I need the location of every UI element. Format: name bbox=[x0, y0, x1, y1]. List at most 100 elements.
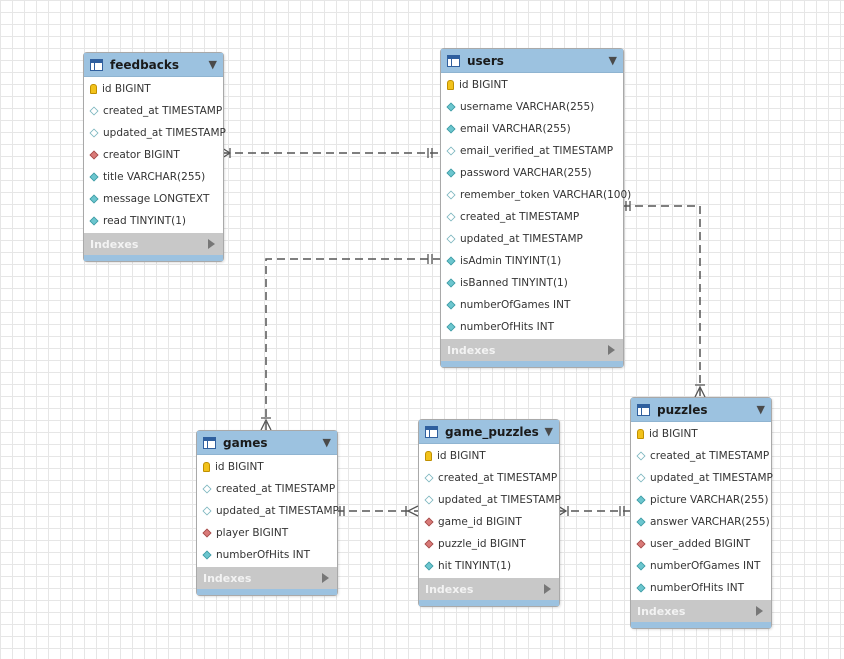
nullable-column-icon bbox=[89, 128, 99, 138]
column-row[interactable]: player BIGINT bbox=[197, 522, 337, 544]
dropdown-arrow-icon[interactable]: ▼ bbox=[756, 403, 765, 416]
primary-key-icon bbox=[447, 80, 454, 90]
column-row[interactable]: updated_at TIMESTAMP bbox=[441, 228, 623, 250]
column-row[interactable]: picture VARCHAR(255) bbox=[631, 489, 771, 511]
indexes-section[interactable]: Indexes bbox=[84, 233, 223, 255]
column-label: created_at TIMESTAMP bbox=[438, 472, 558, 484]
dropdown-arrow-icon[interactable]: ▼ bbox=[544, 425, 553, 438]
column-row[interactable]: message LONGTEXT bbox=[84, 188, 223, 210]
column-row[interactable]: game_id BIGINT bbox=[419, 511, 559, 533]
indexes-section[interactable]: Indexes bbox=[419, 578, 559, 600]
column-row[interactable]: remember_token VARCHAR(100) bbox=[441, 184, 631, 206]
expand-arrow-icon[interactable] bbox=[608, 345, 615, 355]
foreign-key-icon bbox=[424, 539, 434, 549]
column-row[interactable]: numberOfGames INT bbox=[631, 555, 771, 577]
indexes-label: Indexes bbox=[447, 343, 496, 357]
column-row[interactable]: created_at TIMESTAMP bbox=[631, 445, 771, 467]
column-row[interactable]: updated_at TIMESTAMP bbox=[197, 500, 339, 522]
column-list: id BIGINT created_at TIMESTAMP updated_at … bbox=[419, 444, 561, 577]
crows-foot-game-puzzles-left bbox=[405, 505, 419, 517]
column-row[interactable]: created_at TIMESTAMP bbox=[419, 467, 559, 489]
column-label: id BIGINT bbox=[102, 83, 151, 95]
column-label: updated_at TIMESTAMP bbox=[460, 233, 583, 245]
column-row[interactable]: password VARCHAR(255) bbox=[441, 162, 623, 184]
column-row[interactable]: numberOfHits INT bbox=[197, 544, 337, 566]
column-row[interactable]: id BIGINT bbox=[631, 423, 771, 445]
column-row[interactable]: email_verified_at TIMESTAMP bbox=[441, 140, 623, 162]
expand-arrow-icon[interactable] bbox=[322, 573, 329, 583]
dropdown-arrow-icon[interactable]: ▼ bbox=[322, 436, 331, 449]
column-row[interactable]: id BIGINT bbox=[441, 74, 623, 96]
table-icon bbox=[447, 54, 460, 67]
indexes-label: Indexes bbox=[637, 604, 686, 618]
table-game-puzzles[interactable]: game_puzzles ▼ id BIGINT created_at TIMESTA… bbox=[418, 419, 561, 607]
foreign-key-icon bbox=[89, 150, 99, 160]
table-header[interactable]: feedbacks▼ bbox=[84, 53, 223, 77]
nullable-column-icon bbox=[636, 473, 646, 483]
table-footer bbox=[631, 622, 771, 628]
table-name: game_puzzles bbox=[445, 424, 539, 439]
column-row[interactable]: created_at TIMESTAMP bbox=[441, 206, 623, 228]
table-icon bbox=[425, 425, 438, 438]
column-row[interactable]: user_added BIGINT bbox=[631, 533, 771, 555]
column-row[interactable]: numberOfHits INT bbox=[441, 316, 623, 338]
nullable-column-icon bbox=[202, 484, 212, 494]
table-header[interactable]: game_puzzles ▼ bbox=[419, 420, 559, 444]
column-row[interactable]: id BIGINT bbox=[419, 445, 559, 467]
expand-arrow-icon[interactable] bbox=[756, 606, 763, 616]
not-null-column-icon bbox=[446, 168, 456, 178]
column-row[interactable]: id BIGINT bbox=[197, 456, 337, 478]
column-label: read TINYINT(1) bbox=[103, 215, 187, 227]
column-row[interactable]: created_at TIMESTAMP bbox=[197, 478, 337, 500]
table-footer bbox=[197, 589, 337, 595]
column-row[interactable]: username VARCHAR(255) bbox=[441, 96, 623, 118]
primary-key-icon bbox=[637, 429, 644, 439]
column-row[interactable]: title VARCHAR(255) bbox=[84, 166, 223, 188]
column-row[interactable]: updated_at TIMESTAMP bbox=[84, 122, 226, 144]
dropdown-arrow-icon[interactable]: ▼ bbox=[608, 54, 617, 67]
dropdown-arrow-icon[interactable]: ▼ bbox=[208, 58, 217, 71]
column-row[interactable]: read TINYINT(1) bbox=[84, 210, 223, 232]
foreign-key-icon bbox=[424, 517, 434, 527]
table-header[interactable]: puzzles▼ bbox=[631, 398, 771, 422]
column-row[interactable]: numberOfHits INT bbox=[631, 577, 771, 599]
expand-arrow-icon[interactable] bbox=[544, 584, 551, 594]
column-label: isAdmin TINYINT(1) bbox=[460, 255, 562, 267]
not-null-column-icon bbox=[424, 561, 434, 571]
column-row[interactable]: puzzle_id BIGINT bbox=[419, 533, 559, 555]
not-null-column-icon bbox=[89, 194, 99, 204]
column-label: id BIGINT bbox=[215, 461, 264, 473]
column-row[interactable]: isBanned TINYINT(1) bbox=[441, 272, 623, 294]
indexes-section[interactable]: Indexes bbox=[441, 339, 623, 361]
column-row[interactable]: updated_at TIMESTAMP bbox=[419, 489, 561, 511]
column-row[interactable]: answer VARCHAR(255) bbox=[631, 511, 771, 533]
table-header[interactable]: users▼ bbox=[441, 49, 623, 73]
column-row[interactable]: hit TINYINT(1) bbox=[419, 555, 559, 577]
column-row[interactable]: isAdmin TINYINT(1) bbox=[441, 250, 623, 272]
column-row[interactable]: numberOfGames INT bbox=[441, 294, 623, 316]
column-row[interactable]: updated_at TIMESTAMP bbox=[631, 467, 773, 489]
expand-arrow-icon[interactable] bbox=[208, 239, 215, 249]
column-label: created_at TIMESTAMP bbox=[103, 105, 223, 117]
indexes-section[interactable]: Indexes bbox=[197, 567, 337, 589]
one-marker-puzzles bbox=[619, 506, 625, 516]
indexes-section[interactable]: Indexes bbox=[631, 600, 771, 622]
table-header[interactable]: games▼ bbox=[197, 431, 337, 455]
column-row[interactable]: created_at TIMESTAMP bbox=[84, 100, 223, 122]
column-row[interactable]: email VARCHAR(255) bbox=[441, 118, 623, 140]
column-row[interactable]: id BIGINT bbox=[84, 78, 223, 100]
table-feedbacks[interactable]: feedbacks▼ id BIGINT created_at TIMESTAMP u… bbox=[83, 52, 226, 262]
primary-key-icon bbox=[425, 451, 432, 461]
column-label: message LONGTEXT bbox=[103, 193, 210, 205]
not-null-column-icon bbox=[446, 300, 456, 310]
not-null-column-icon bbox=[446, 322, 456, 332]
column-row[interactable]: creator BIGINT bbox=[84, 144, 223, 166]
column-label: numberOfHits INT bbox=[216, 549, 311, 561]
column-label: numberOfGames INT bbox=[460, 299, 571, 311]
